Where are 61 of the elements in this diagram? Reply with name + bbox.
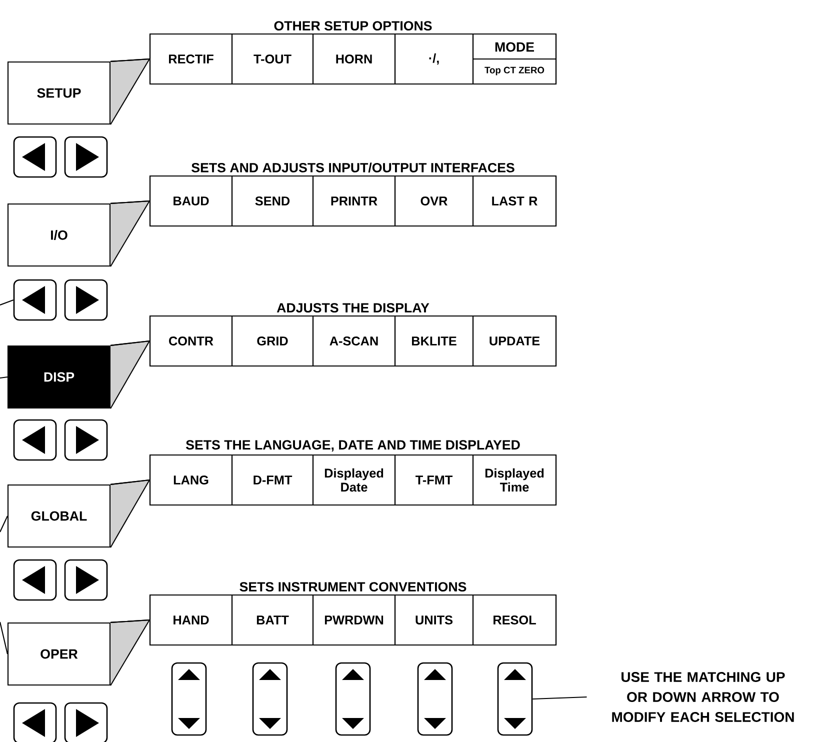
right-arrow-button	[64, 279, 108, 321]
left-arrow-button	[13, 702, 57, 742]
option-cell: GRID	[231, 315, 314, 367]
leader-line	[0, 300, 14, 306]
node-label: SETS THE LANGUAGE, DATE AND TIME DISPLAYED	[186, 440, 520, 452]
right-arrow-button	[64, 702, 108, 742]
menu-key: I/O	[7, 203, 111, 267]
left-arrow-button	[13, 419, 57, 461]
option-cell: CONTR	[149, 315, 233, 367]
connector-line	[110, 619, 150, 623]
node-label: SETS INSTRUMENT CONVENTIONS	[240, 582, 466, 592]
connector-line	[110, 340, 150, 346]
option-cell: PWRDWN	[312, 594, 396, 646]
leader-line	[0, 376, 8, 379]
connector-line	[110, 200, 150, 204]
option-cell: A-SCAN	[312, 315, 396, 367]
option-cell: OVR	[394, 175, 474, 227]
option-cell: BAUD	[149, 175, 233, 227]
option-cell: BATT	[231, 594, 314, 646]
option-cell: ·/,	[394, 33, 474, 85]
option-cell: LANG	[149, 454, 233, 506]
menu-key: OPER	[7, 622, 111, 686]
menu-key: DISP	[7, 345, 111, 409]
up-down-button	[335, 662, 371, 736]
left-arrow-button	[13, 136, 57, 178]
option-cell: D-FMT	[231, 454, 314, 506]
leader-line	[532, 696, 587, 700]
menu-key: GLOBAL	[7, 484, 111, 548]
left-arrow-button	[13, 559, 57, 601]
node-label: OTHER SETUP OPTIONS	[274, 21, 432, 31]
option-cell: Displayed Date	[312, 454, 396, 506]
instruction-note: USE THE MATCHING UP OR DOWN ARROW TO MODIFY EACH SELECTION	[612, 672, 794, 722]
right-arrow-button	[64, 136, 108, 178]
up-down-button	[497, 662, 533, 736]
option-cell: Displayed Time	[472, 454, 557, 506]
option-cell: LAST R	[472, 175, 557, 227]
left-arrow-button	[13, 279, 57, 321]
option-cell: SEND	[231, 175, 314, 227]
option-cell: BKLITE	[394, 315, 474, 367]
leader-line	[0, 622, 8, 654]
option-cell: HAND	[149, 594, 233, 646]
up-down-button	[171, 662, 207, 736]
option-cell: PRINTR	[312, 175, 396, 227]
option-cell: T-OUT	[231, 33, 314, 85]
connector-line	[110, 58, 150, 62]
right-arrow-button	[64, 559, 108, 601]
option-cell: T-FMT	[394, 454, 474, 506]
option-cell: RECTIF	[149, 33, 233, 85]
up-down-button	[417, 662, 453, 736]
menu-key: SETUP	[7, 61, 111, 125]
node-label: SETS AND ADJUSTS INPUT/OUTPUT INTERFACES	[192, 162, 514, 173]
option-cell: HORN	[312, 33, 396, 85]
connector-line	[110, 479, 150, 485]
node-label: ADJUSTS THE DISPLAY	[276, 303, 430, 313]
option-cell: MODE Top CT ZERO	[472, 33, 557, 85]
option-cell: UPDATE	[472, 315, 557, 367]
leader-line	[0, 516, 8, 532]
up-down-button	[252, 662, 288, 736]
option-cell: RESOL	[472, 594, 557, 646]
option-cell: UNITS	[394, 594, 474, 646]
right-arrow-button	[64, 419, 108, 461]
